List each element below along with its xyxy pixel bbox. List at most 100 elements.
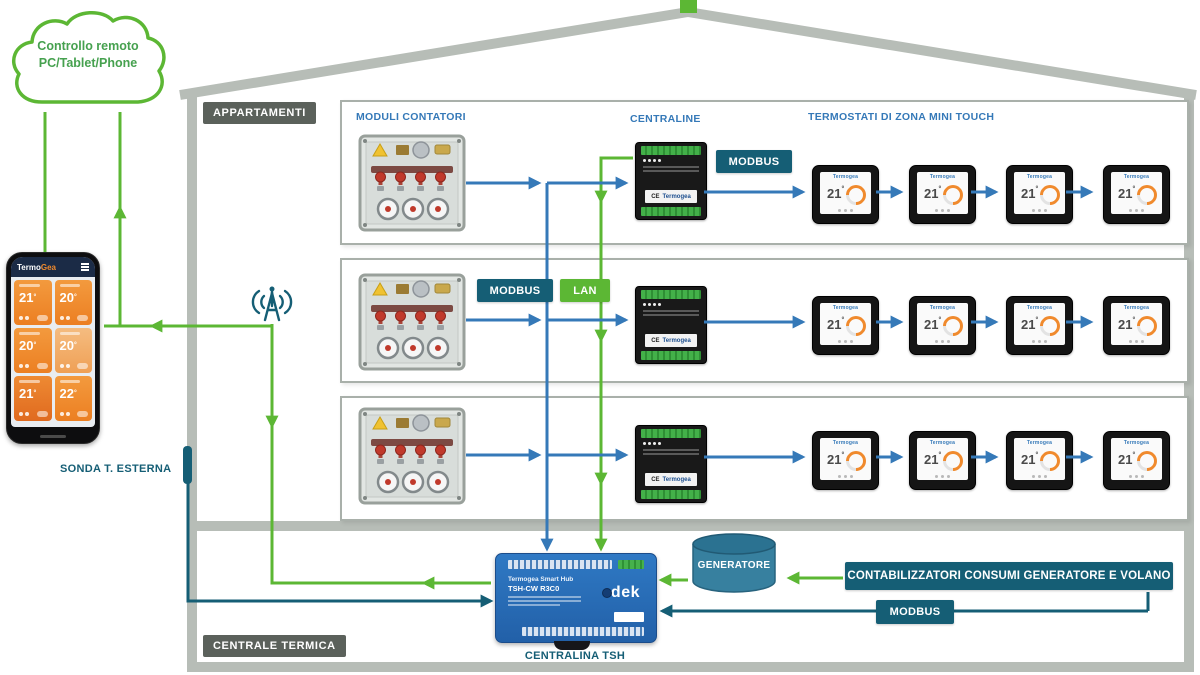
tile-room-label — [19, 380, 40, 383]
thermostat-temperature: 21° — [827, 186, 845, 201]
thermostat-dial-icon — [1035, 180, 1065, 210]
tile-icons — [59, 363, 88, 369]
tile-temperature: 21° — [19, 386, 37, 401]
hub-caption: CENTRALINA TSH — [524, 650, 626, 662]
tile-icons — [59, 411, 88, 417]
hub-brand-badge — [614, 612, 644, 622]
modbus-badge-bottom: MODBUS — [876, 600, 954, 624]
roof-cap — [680, 0, 697, 13]
tile-room-label — [19, 332, 40, 335]
thermostat-brand: Termogea — [1026, 174, 1053, 180]
thermostat-screen: Termogea 21° — [1111, 303, 1162, 345]
thermostat-screen: Termogea 21° — [1014, 303, 1065, 345]
heat-meter-module — [358, 134, 466, 232]
controller-label: CE Termogea — [645, 473, 697, 486]
hub-green-terminal — [618, 560, 644, 569]
thermostat-brand: Termogea — [929, 174, 956, 180]
thermostat-dial-icon — [841, 446, 871, 476]
tile-room-label — [59, 332, 81, 335]
cloud-label: Controllo remoto PC/Tablet/Phone — [6, 38, 170, 72]
apartment-floor-1: CE Termogea Termogea 21° Termogea 21° Te… — [340, 100, 1189, 245]
header-termostati: TERMOSTATI DI ZONA MINI TOUCH — [808, 111, 995, 123]
ce-mark: CE — [651, 193, 660, 200]
tile-temperature: 20° — [19, 338, 37, 353]
thermostat-buttons — [1111, 475, 1162, 478]
thermostat-temperature: 21° — [1021, 452, 1039, 467]
hub-connector — [554, 641, 590, 650]
controller-terminals-bottom — [641, 490, 701, 499]
thermostat-screen: Termogea 21° — [1014, 438, 1065, 480]
controller-label: CE Termogea — [645, 334, 697, 347]
thermostat-dial-icon — [841, 180, 871, 210]
zone-thermostat: Termogea 21° — [812, 165, 879, 224]
thermostat-temperature: 21° — [1118, 186, 1136, 201]
tag-centrale-termica: CENTRALE TERMICA — [203, 635, 346, 657]
zone-thermostat: Termogea 21° — [909, 296, 976, 355]
app-zone-tile: 20° — [14, 328, 52, 373]
tile-temperature: 21° — [19, 290, 37, 305]
thermostat-dial-icon — [1035, 446, 1065, 476]
thermostat-buttons — [1111, 340, 1162, 343]
thermostat-brand: Termogea — [1026, 305, 1053, 311]
thermostat-temperature: 21° — [924, 317, 942, 332]
generator-cylinder: GENERATORE — [686, 532, 782, 596]
header-moduli-contatori: MODULI CONTATORI — [356, 111, 466, 123]
controller-leds — [643, 442, 661, 445]
controller-slot-1: CE Termogea — [635, 142, 707, 220]
controller-brand: Termogea — [662, 193, 691, 200]
app-brand: TermoGea — [17, 262, 56, 272]
cloud-icon — [12, 11, 166, 104]
modbus-badge-floor2: MODBUS — [477, 279, 553, 302]
thermostat-screen: Termogea 21° — [1111, 438, 1162, 480]
zone-thermostat: Termogea 21° — [1103, 431, 1170, 490]
hub-brand-logo: dek — [610, 584, 640, 601]
tile-room-label — [59, 380, 81, 383]
app-zone-tile: 22° — [54, 376, 92, 421]
header-centraline: CENTRALINE — [630, 113, 701, 125]
thermostat-buttons — [917, 340, 968, 343]
zone-thermostat: Termogea 21° — [1006, 431, 1073, 490]
generator-label: GENERATORE — [697, 560, 771, 571]
thermostat-brand: Termogea — [929, 305, 956, 311]
controller-terminals-bottom — [641, 207, 701, 216]
modbus-badge-floor1: MODBUS — [716, 150, 792, 173]
lan-badge: LAN — [560, 279, 610, 302]
meter-module-slot-2 — [358, 273, 466, 376]
thermostat-row-3: Termogea 21° Termogea 21° Termogea 21° T… — [812, 431, 1170, 490]
thermostat-temperature: 21° — [827, 317, 845, 332]
hub-label-area: Termogea Smart Hub TSH-CW R3C0 — [508, 576, 594, 608]
wifi-antenna-icon — [251, 286, 293, 322]
din-controller: CE Termogea — [635, 286, 707, 364]
zone-thermostat: Termogea 21° — [909, 431, 976, 490]
thermostat-row-2: Termogea 21° Termogea 21° Termogea 21° T… — [812, 296, 1170, 355]
thermostat-brand: Termogea — [832, 440, 859, 446]
smart-hub-device: Termogea Smart Hub TSH-CW R3C0 dek — [495, 553, 657, 650]
sonda-label: SONDA T. ESTERNA — [60, 463, 172, 475]
controller-text-lines — [643, 310, 699, 318]
remote-control-cloud: Controllo remoto PC/Tablet/Phone — [6, 6, 170, 118]
tile-temperature: 20° — [59, 338, 77, 353]
controller-terminals-bottom — [641, 351, 701, 360]
controller-leds — [643, 159, 661, 162]
thermostat-brand: Termogea — [1123, 440, 1150, 446]
thermostat-temperature: 21° — [1118, 452, 1136, 467]
phone-screen: TermoGea 21° 20° 20° 20° 21° 22° — [11, 257, 95, 427]
app-zone-tile: 21° — [14, 280, 52, 325]
cylinder-icon — [692, 533, 776, 593]
thermostat-buttons — [917, 475, 968, 478]
hub-title: Termogea Smart Hub — [508, 576, 574, 583]
thermostat-dial-icon — [1132, 446, 1162, 476]
phone-home-indicator — [40, 435, 66, 438]
thermostat-screen: Termogea 21° — [820, 303, 871, 345]
controller-terminals-top — [641, 146, 701, 155]
thermostat-buttons — [1014, 209, 1065, 212]
thermostat-buttons — [917, 209, 968, 212]
thermostat-buttons — [1111, 209, 1162, 212]
controller-text-lines — [643, 449, 699, 457]
phone-app-header: TermoGea — [11, 257, 95, 277]
thermostat-dial-icon — [1035, 311, 1065, 341]
thermostat-brand: Termogea — [832, 305, 859, 311]
cloud-label-line1: Controllo remoto — [37, 39, 139, 53]
menu-icon — [81, 266, 89, 268]
app-zone-tile: 21° — [14, 376, 52, 421]
